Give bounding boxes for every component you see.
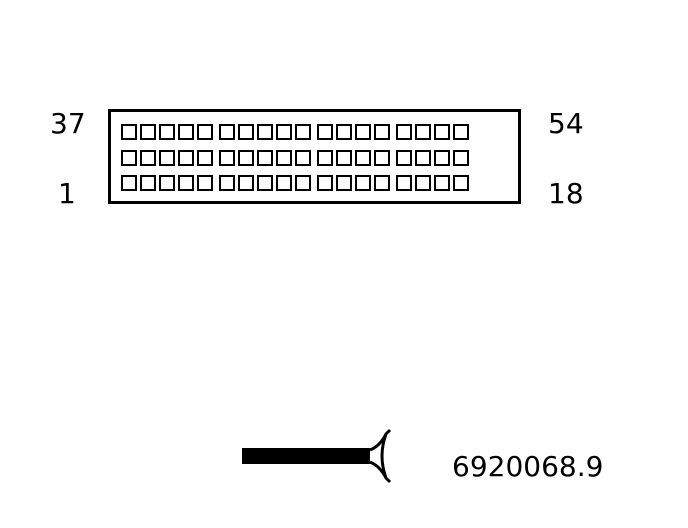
pin-cavity <box>178 175 194 191</box>
pin-cavity <box>453 124 469 140</box>
pin-cavity <box>238 175 254 191</box>
pin-cavity <box>295 150 311 166</box>
pin-cavity <box>295 124 311 140</box>
pin-cavity <box>415 124 431 140</box>
pin-label-top-left: 37 <box>50 107 86 140</box>
pin-cavity <box>276 175 292 191</box>
pin-label-top-right: 54 <box>548 107 584 140</box>
connector-body <box>108 109 521 204</box>
pin-cavity <box>159 175 175 191</box>
pin-cavity <box>197 175 213 191</box>
reference-id: 6920068.9 <box>452 450 604 483</box>
pin-cavity <box>121 124 137 140</box>
pin-row-middle <box>121 150 469 166</box>
pin-cavity <box>355 175 371 191</box>
pin-cavity <box>178 124 194 140</box>
pin-cavity <box>238 124 254 140</box>
pin-cavity <box>434 124 450 140</box>
pin-cavity <box>197 150 213 166</box>
pin-cavity <box>374 150 390 166</box>
pin-cavity <box>295 175 311 191</box>
pin-cavity <box>434 150 450 166</box>
pin-cavity <box>396 150 412 166</box>
pin-cavity <box>197 124 213 140</box>
pin-cavity <box>140 150 156 166</box>
pin-cavity <box>121 175 137 191</box>
pin-cavity <box>219 124 235 140</box>
pin-cavity <box>317 150 333 166</box>
pin-cavity <box>238 150 254 166</box>
pin-cavity <box>219 150 235 166</box>
pin-label-bottom-right: 18 <box>548 177 584 210</box>
pin-cavity <box>276 150 292 166</box>
pin-cavity <box>257 150 273 166</box>
cable-end-flare <box>369 428 392 484</box>
pin-cavity <box>276 124 292 140</box>
pin-cavity <box>396 124 412 140</box>
pin-cavity <box>453 175 469 191</box>
pin-cavity <box>219 175 235 191</box>
pin-cavity <box>317 175 333 191</box>
pin-cavity <box>140 175 156 191</box>
pin-cavity <box>140 124 156 140</box>
cable-bar <box>242 448 370 464</box>
pin-cavity <box>415 175 431 191</box>
pin-label-bottom-left: 1 <box>58 177 76 210</box>
pin-cavity <box>257 175 273 191</box>
pin-cavity <box>374 124 390 140</box>
pin-cavity <box>396 175 412 191</box>
pin-cavity <box>415 150 431 166</box>
harness-cable-icon <box>242 428 392 484</box>
pin-cavity <box>355 124 371 140</box>
pin-cavity <box>355 150 371 166</box>
pin-cavity <box>336 124 352 140</box>
pin-cavity <box>374 175 390 191</box>
pin-row-bottom <box>121 175 469 191</box>
pin-cavity <box>336 150 352 166</box>
pin-cavity <box>453 150 469 166</box>
pin-cavity <box>159 124 175 140</box>
pin-cavity <box>336 175 352 191</box>
pin-cavity <box>434 175 450 191</box>
pin-row-top <box>121 124 469 140</box>
pin-cavity <box>317 124 333 140</box>
pin-cavity <box>257 124 273 140</box>
pin-cavity <box>121 150 137 166</box>
pin-cavity <box>159 150 175 166</box>
pin-cavity <box>178 150 194 166</box>
